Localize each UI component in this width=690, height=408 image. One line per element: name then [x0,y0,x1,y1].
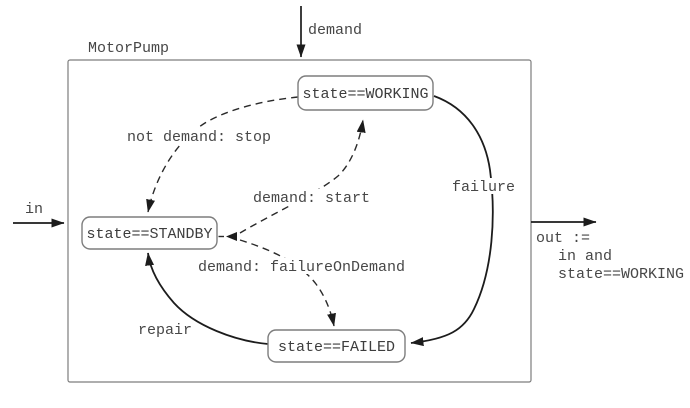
transition-failure-on-demand-label-bg [195,258,408,274]
transition-start-curve [239,119,366,234]
transition-stop-label-bg [124,128,274,144]
transition-repair-curve [145,252,269,345]
transition-failure-label: failure [452,179,515,196]
demand-input-label: demand [308,22,362,39]
transition-repair-label: repair [138,322,192,339]
transition-stop-curve [146,96,299,213]
state-failed-box [267,329,406,363]
out-output-line3: state==WORKING [558,266,684,283]
transition-failure-label-bg [449,178,518,194]
out-output-line1: out := [536,230,590,247]
component-title: MotorPump [88,40,169,57]
transition-failure-curve [410,95,494,347]
transition-start-label: demand: start [253,190,370,207]
transition-stop-label: not demand: stop [127,129,271,146]
state-working-box [297,75,434,111]
transition-failure-on-demand-label: demand: failureOnDemand [198,259,405,276]
out-output-line2: in and [558,248,612,265]
in-input-label: in [25,201,43,218]
state-standby-label: state==STANDBY [86,226,212,243]
state-working-label: state==WORKING [302,86,428,103]
state-standby-box [81,216,218,250]
transition-repair-label-bg [135,321,195,337]
component-frame [67,59,532,383]
transition-start-label-bg [250,189,373,205]
transition-failure-on-demand-curve [239,239,336,327]
standby-left-arrowhead-icon [226,232,237,241]
state-failed-label: state==FAILED [278,339,395,356]
